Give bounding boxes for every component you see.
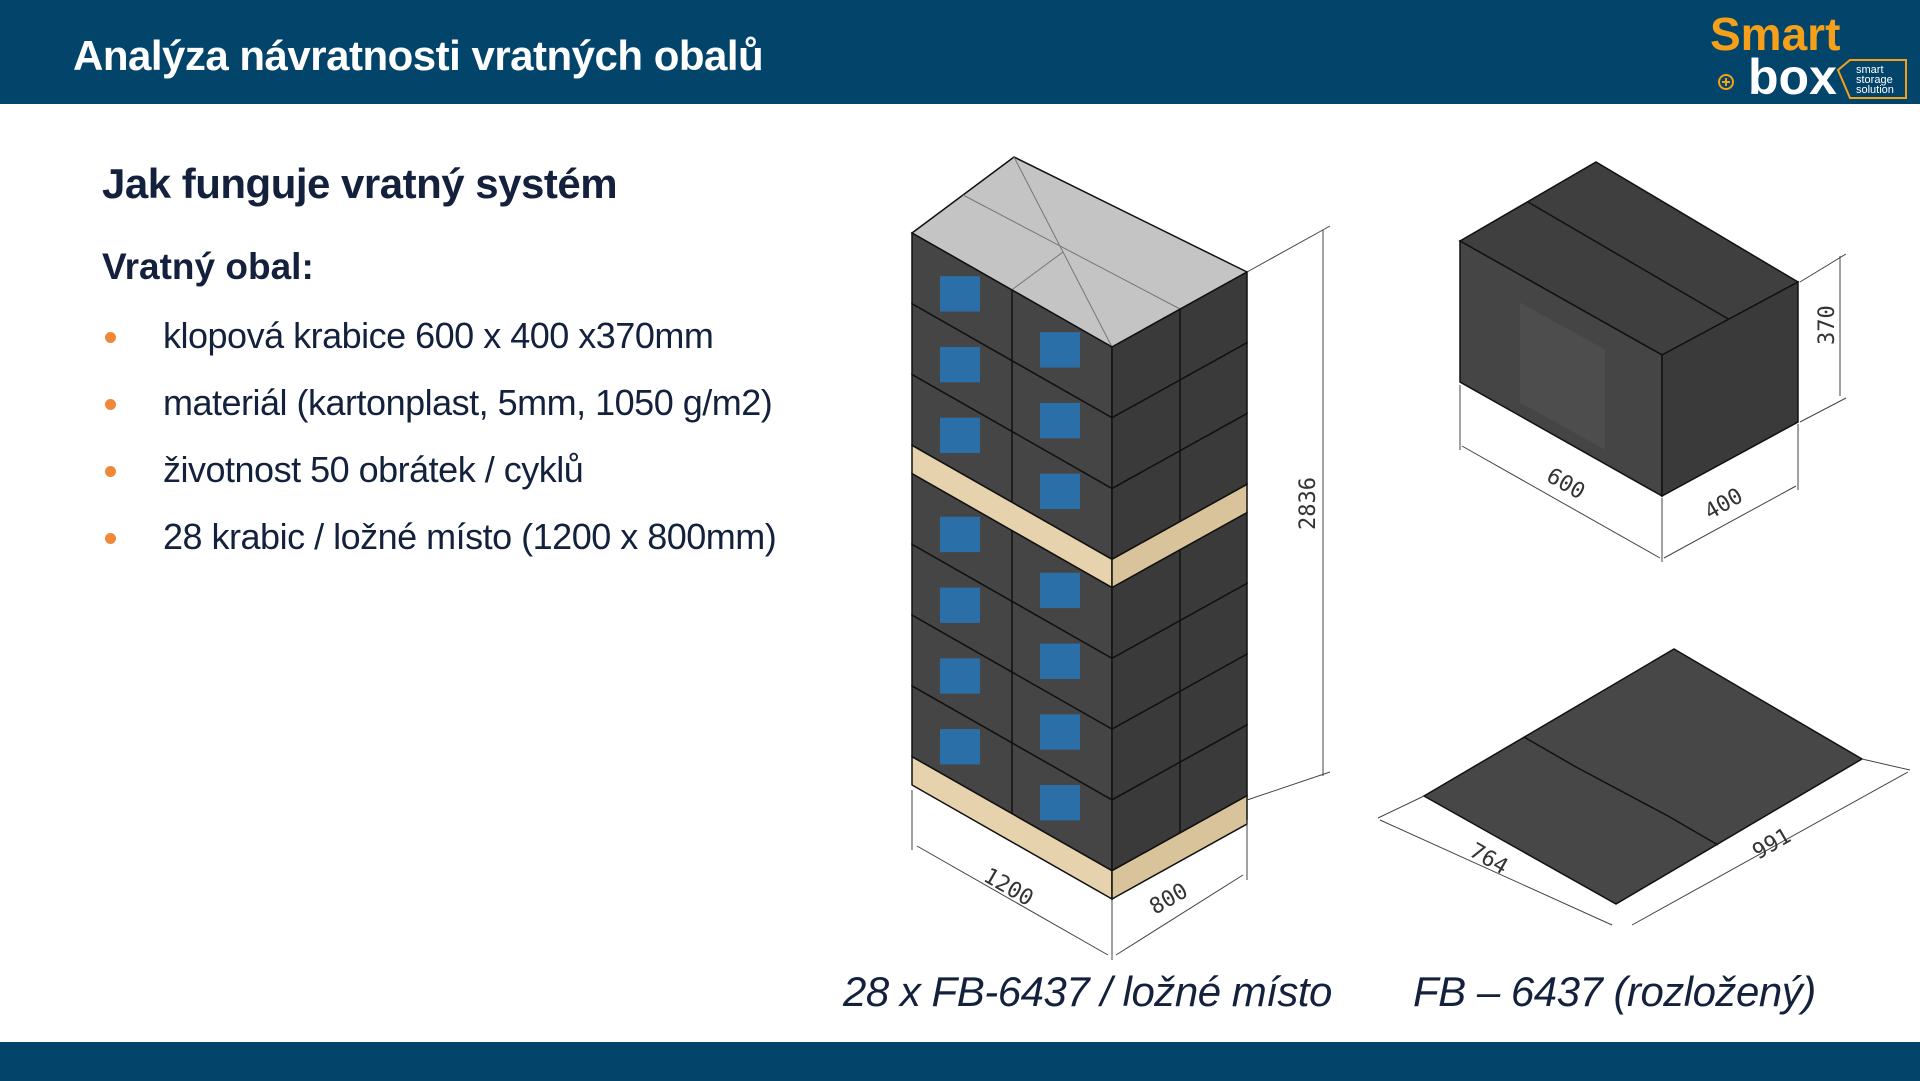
smartbox-logo: Smart box smart storage solution [1710, 8, 1907, 100]
bullet-item: životnost 50 obrátek / cyklů [102, 444, 776, 511]
dim-flat-764: 764 [1465, 839, 1512, 881]
box-logo-label [940, 587, 980, 623]
header-bar: Analýza návratnosti vratných obalů Smart… [0, 0, 1920, 104]
box-divider [1011, 360, 1181, 451]
box-logo-label [1040, 402, 1080, 439]
dim-height-2836: 2836 [1296, 477, 1321, 530]
bullet-item: materiál (kartonplast, 5mm, 1050 g/m2) [102, 377, 776, 444]
box-logo-label [1040, 473, 1080, 510]
box-divider [1011, 672, 1181, 762]
box-divider [1011, 431, 1181, 522]
pallet-caption: 28 x FB-6437 / ložné místo [843, 968, 1332, 1015]
svg-text:solution: solution [1856, 84, 1894, 96]
footer-bar [0, 1042, 1920, 1081]
box-logo-label [1040, 785, 1080, 821]
box-logo-label [1040, 572, 1080, 609]
box-logo-label [1040, 714, 1080, 750]
pallet-dimension-lines [911, 225, 1331, 960]
dim-width-800: 800 [1146, 879, 1193, 921]
bullet-icon [105, 332, 116, 343]
bullet-item: klopová krabice 600 x 400 x370mm [102, 310, 776, 377]
logo-box: box [1748, 49, 1837, 100]
svg-text:smart: smart [1856, 64, 1884, 76]
subheading: Vratný obal: [102, 246, 314, 287]
box-logo-label [940, 729, 980, 765]
box-drawing [1458, 161, 1800, 498]
page-title: Analýza návratnosti vratných obalů [73, 32, 764, 79]
box-divider [1011, 601, 1181, 692]
section-heading: Jak funguje vratný systém [102, 160, 618, 207]
box-divider [1011, 742, 1181, 833]
dim-box-width-400: 400 [1701, 484, 1748, 526]
dim-length-1200: 1200 [979, 864, 1037, 912]
dim-box-height-370: 370 [1815, 305, 1840, 345]
box-logo-panel [1520, 302, 1605, 450]
svg-text:storage: storage [1856, 74, 1893, 86]
box-logo-label [940, 516, 980, 553]
dim-flat-991: 991 [1749, 824, 1796, 866]
box-logo-label [940, 417, 980, 454]
box-logo-label [1040, 332, 1080, 368]
bullet-icon [105, 399, 116, 410]
logo-smart: Smart [1710, 8, 1840, 60]
box-logo-label [940, 658, 980, 694]
box-logo-label [940, 346, 980, 383]
flat-box-caption: FB – 6437 (rozložený) [1413, 968, 1816, 1015]
flat-box-drawing [1422, 648, 1864, 905]
box-divider [1011, 530, 1181, 621]
box-dimension-lines [1459, 253, 1847, 562]
box-logo-label [1040, 643, 1080, 679]
bullet-item: 28 krabic / ložné místo (1200 x 800mm) [102, 511, 777, 578]
bullet-icon [105, 466, 116, 477]
box-side [1661, 280, 1799, 498]
dim-box-length-600: 600 [1542, 464, 1589, 506]
flat-dimension-lines [1377, 758, 1911, 926]
box-logo-label [940, 276, 980, 312]
box-divider [1011, 290, 1181, 380]
bullet-list: klopová krabice 600 x 400 x370mm materiá… [102, 310, 777, 578]
pallet-stack-drawing [910, 156, 1249, 901]
bullet-icon [105, 533, 116, 544]
logo-plus-icon [1718, 74, 1734, 90]
